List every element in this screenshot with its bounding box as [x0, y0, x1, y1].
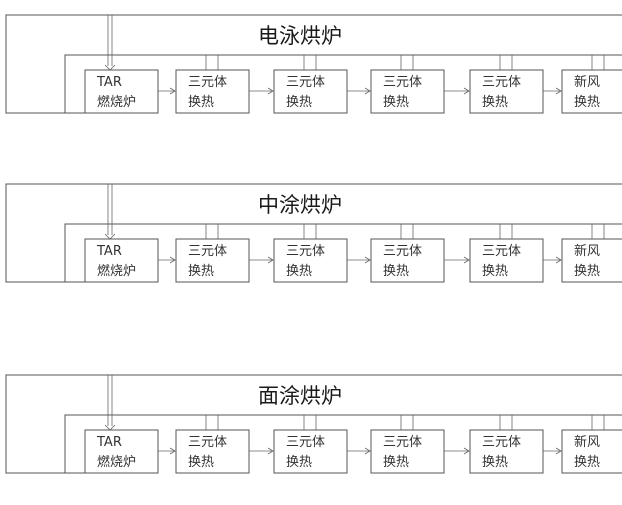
box-label-line1: 三元体 — [482, 75, 521, 90]
box-label-line1: 三元体 — [383, 435, 422, 450]
flow-arrow-icon — [364, 87, 371, 95]
tar-burner-box — [84, 69, 159, 114]
box-label-line1: 三元体 — [286, 75, 325, 90]
triple-heat-exchanger-box — [273, 429, 348, 474]
tar-burner-box — [84, 238, 159, 283]
flow-arrow-icon — [267, 87, 274, 95]
box-label-line2: 换热 — [286, 264, 312, 279]
oven-title: 中涂烘炉 — [258, 193, 342, 217]
box-label-line1: 三元体 — [383, 244, 422, 259]
box-label-line2: 换热 — [188, 455, 214, 470]
triple-heat-exchanger-box — [370, 69, 445, 114]
flow-arrow-icon — [555, 447, 562, 455]
flow-arrow-icon — [555, 87, 562, 95]
flow-arrow-icon — [169, 256, 176, 264]
box-label-line1: 新风 — [574, 434, 600, 450]
box-label-line1: 三元体 — [188, 75, 227, 90]
box-label-line1: 三元体 — [482, 435, 521, 450]
flow-arrow-icon — [463, 256, 470, 264]
box-label-line2: 换热 — [383, 264, 409, 279]
oven-frame-inner — [64, 54, 622, 113]
flow-arrow-icon — [555, 256, 562, 264]
flow-arrow-icon — [364, 256, 371, 264]
box-label-line2: 换热 — [188, 95, 214, 110]
supply-arrow-icon — [104, 64, 116, 71]
triple-heat-exchanger-box — [469, 238, 544, 283]
box-label-line1: 三元体 — [188, 244, 227, 259]
flow-arrow-icon — [169, 87, 176, 95]
supply-arrow-icon — [104, 233, 116, 240]
tar-burner-box — [84, 429, 159, 474]
triple-heat-exchanger-box — [175, 69, 250, 114]
box-label-line2: 换热 — [482, 455, 508, 470]
triple-heat-exchanger-box — [273, 238, 348, 283]
box-label-line1: 新风 — [574, 243, 600, 259]
flow-arrow-icon — [463, 447, 470, 455]
flow-arrow-icon — [169, 447, 176, 455]
oven-title: 面涂烘炉 — [258, 384, 342, 408]
triple-heat-exchanger-box — [370, 429, 445, 474]
box-label-line2: 燃烧炉 — [97, 454, 136, 470]
triple-heat-exchanger-box — [273, 69, 348, 114]
triple-heat-exchanger-box — [175, 429, 250, 474]
flow-arrow-icon — [267, 256, 274, 264]
fresh-air-exchanger-box — [561, 69, 622, 114]
box-label-line1: 三元体 — [286, 244, 325, 259]
triple-heat-exchanger-box — [469, 429, 544, 474]
box-label-line1: TAR — [96, 75, 122, 90]
box-label-line1: 三元体 — [286, 435, 325, 450]
supply-arrow-icon — [104, 424, 116, 431]
box-label-line2: 换热 — [482, 264, 508, 279]
oven-frame-outer — [5, 374, 622, 474]
box-label-line1: 新风 — [574, 74, 600, 90]
triple-heat-exchanger-box — [175, 238, 250, 283]
box-label-line2: 换热 — [574, 455, 600, 470]
box-label-line2: 换热 — [188, 264, 214, 279]
box-label-line2: 换热 — [383, 95, 409, 110]
fresh-air-exchanger-box — [561, 429, 622, 474]
oven-frame-inner — [64, 414, 622, 473]
triple-heat-exchanger-box — [370, 238, 445, 283]
oven-title: 电泳烘炉 — [258, 24, 342, 48]
box-label-line2: 换热 — [574, 264, 600, 279]
box-label-line1: TAR — [96, 244, 122, 259]
box-label-line2: 换热 — [286, 455, 312, 470]
oven-frame-inner — [64, 223, 622, 282]
box-label-line2: 换热 — [383, 455, 409, 470]
fresh-air-exchanger-box — [561, 238, 622, 283]
box-label-line1: TAR — [96, 435, 122, 450]
flow-arrow-icon — [463, 87, 470, 95]
box-label-line2: 换热 — [286, 95, 312, 110]
box-label-line1: 三元体 — [482, 244, 521, 259]
oven-frame-outer — [5, 14, 622, 114]
box-label-line1: 三元体 — [383, 75, 422, 90]
triple-heat-exchanger-box — [469, 69, 544, 114]
box-label-line2: 燃烧炉 — [97, 263, 136, 279]
box-label-line1: 三元体 — [188, 435, 227, 450]
box-label-line2: 燃烧炉 — [97, 94, 136, 110]
box-label-line2: 换热 — [574, 95, 600, 110]
oven-frame-outer — [5, 183, 622, 283]
flow-arrow-icon — [364, 447, 371, 455]
flow-arrow-icon — [267, 447, 274, 455]
box-label-line2: 换热 — [482, 95, 508, 110]
